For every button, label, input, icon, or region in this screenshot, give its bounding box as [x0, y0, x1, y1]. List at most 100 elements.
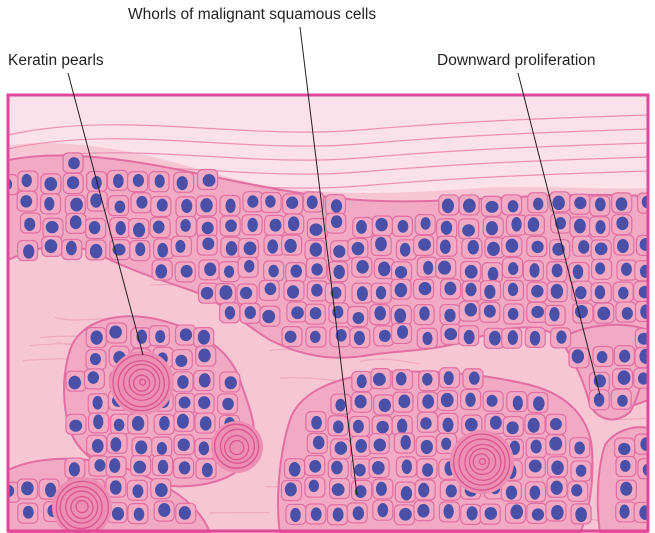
- nucleus: [88, 371, 99, 384]
- nucleus: [311, 263, 322, 275]
- nucleus: [444, 371, 454, 385]
- nucleus: [616, 197, 628, 211]
- nucleus: [90, 244, 103, 259]
- nucleus: [247, 195, 258, 207]
- nucleus: [265, 283, 277, 295]
- nucleus: [311, 284, 322, 297]
- nucleus: [617, 395, 627, 407]
- nucleus: [401, 435, 411, 450]
- nucleus: [357, 375, 367, 389]
- nucleus: [267, 239, 278, 253]
- nucleus: [418, 483, 429, 498]
- nucleus: [395, 283, 408, 297]
- nucleus: [244, 241, 257, 255]
- nucleus: [199, 373, 211, 387]
- nucleus: [23, 244, 34, 258]
- nucleus: [420, 417, 431, 429]
- nucleus: [113, 174, 124, 188]
- nucleus: [307, 195, 318, 209]
- nucleus: [335, 399, 345, 412]
- nucleus: [175, 240, 185, 253]
- nucleus: [135, 242, 145, 256]
- nucleus: [400, 243, 410, 257]
- keratin-pearl: [110, 351, 174, 415]
- nucleus: [595, 197, 606, 211]
- nucleus: [465, 265, 478, 279]
- nucleus: [508, 330, 518, 345]
- nucleus: [640, 238, 653, 251]
- nucleus: [333, 245, 345, 258]
- nucleus: [333, 265, 344, 279]
- nucleus: [422, 373, 432, 385]
- nucleus: [132, 416, 144, 431]
- nucleus: [356, 260, 368, 274]
- nucleus: [69, 462, 80, 476]
- nucleus: [202, 222, 214, 234]
- nucleus: [621, 263, 632, 276]
- nucleus: [201, 287, 213, 300]
- nucleus: [46, 221, 59, 233]
- nucleus: [396, 372, 407, 386]
- nucleus: [222, 398, 234, 410]
- nucleus: [397, 325, 408, 339]
- nucleus: [90, 331, 102, 345]
- nucleus: [109, 458, 120, 473]
- nucleus: [595, 243, 608, 256]
- nucleus: [465, 418, 478, 432]
- nucleus: [288, 216, 299, 231]
- nucleus: [202, 463, 213, 477]
- nucleus: [153, 221, 165, 234]
- nucleus: [379, 330, 391, 342]
- nucleus: [465, 393, 475, 407]
- nucleus: [373, 373, 386, 386]
- nucleus: [421, 217, 431, 230]
- nucleus: [116, 221, 126, 235]
- nucleus: [158, 503, 170, 517]
- nucleus: [484, 285, 495, 299]
- nucleus: [179, 461, 191, 474]
- nucleus: [394, 308, 406, 323]
- nucleus: [180, 219, 190, 232]
- nucleus: [353, 420, 364, 433]
- nucleus: [490, 416, 502, 430]
- nucleus: [533, 396, 544, 411]
- nucleus: [226, 241, 238, 256]
- nucleus: [68, 376, 81, 390]
- nucleus: [597, 307, 610, 321]
- nucleus: [551, 505, 564, 520]
- nucleus: [532, 508, 544, 520]
- nucleus: [45, 239, 58, 253]
- nucleus: [200, 416, 212, 430]
- nucleus: [578, 240, 589, 254]
- nucleus: [467, 506, 478, 520]
- nucleus: [67, 176, 79, 189]
- nucleus: [444, 504, 454, 519]
- nucleus: [378, 262, 390, 277]
- nucleus: [332, 483, 345, 496]
- nucleus: [244, 260, 254, 273]
- nucleus: [90, 353, 101, 365]
- nucleus: [441, 438, 451, 450]
- nucleus: [311, 416, 322, 430]
- nucleus: [551, 481, 563, 495]
- nucleus: [595, 262, 605, 274]
- nucleus: [575, 286, 586, 299]
- nucleus: [576, 465, 586, 477]
- nucleus: [285, 331, 297, 343]
- nucleus: [377, 503, 388, 517]
- nucleus: [244, 306, 255, 319]
- nucleus: [313, 436, 325, 450]
- nucleus: [135, 440, 147, 454]
- nucleus: [21, 481, 33, 495]
- nucleus: [513, 396, 523, 411]
- nucleus: [44, 177, 57, 191]
- nucleus: [441, 393, 454, 407]
- nucleus: [441, 221, 452, 235]
- nucleus: [157, 442, 167, 455]
- nucleus: [372, 461, 385, 475]
- nucleus: [155, 174, 165, 187]
- nucleus: [270, 219, 282, 232]
- nucleus: [486, 201, 499, 213]
- nucleus: [262, 310, 275, 323]
- nucleus: [465, 283, 476, 297]
